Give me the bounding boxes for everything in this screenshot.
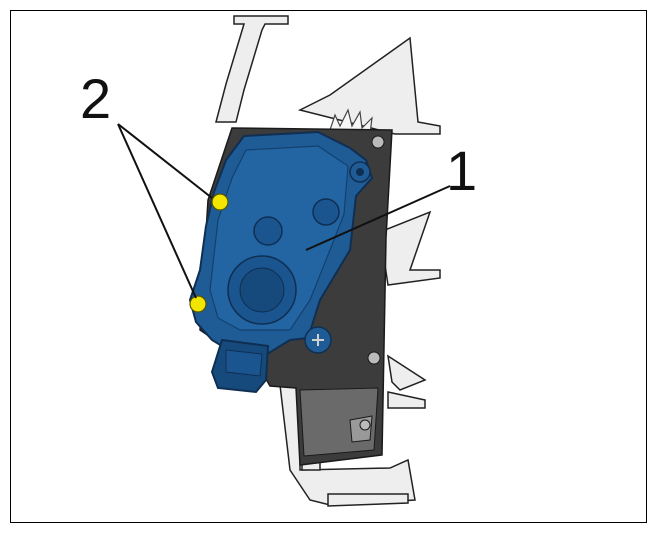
callout-1: 1 <box>446 139 477 202</box>
leader-lines <box>117 123 451 299</box>
screws <box>189 193 229 313</box>
actuator-body <box>188 130 374 394</box>
screw-upper <box>211 193 229 211</box>
screw-lower <box>189 295 207 313</box>
gear-icon <box>329 108 373 135</box>
callout-2: 2 <box>80 67 111 130</box>
